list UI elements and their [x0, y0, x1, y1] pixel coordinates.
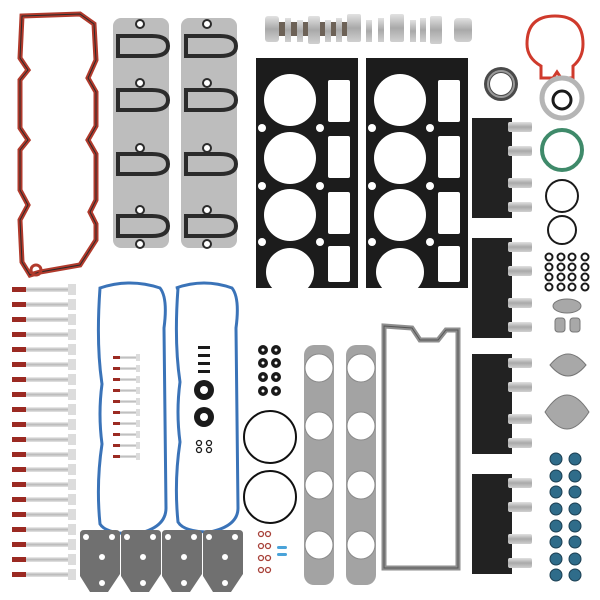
lifter-trays: [472, 118, 532, 574]
valley-pan-gasket: [381, 323, 461, 571]
camshaft: [265, 14, 472, 44]
egr-block-off-plates: [80, 530, 243, 592]
large-o-rings: [243, 410, 297, 524]
injector-seals: [257, 530, 287, 574]
o-rings: [539, 75, 585, 245]
small-o-rings: [544, 252, 590, 292]
exhaust-manifold-gaskets: [304, 345, 376, 585]
timing-cover-gasket: [525, 14, 585, 80]
valve-cover-gasket: [17, 11, 99, 278]
tiny-o-rings: [195, 439, 213, 454]
head-bolts-short: [113, 354, 140, 460]
small-flange-gaskets: [544, 298, 590, 430]
valley-cover-blue-gaskets: [96, 281, 240, 536]
rear-main-seal: [484, 67, 518, 101]
intake-manifold-gaskets: [113, 18, 239, 249]
valve-stem-seals: [549, 452, 582, 582]
head-gaskets: [256, 58, 468, 296]
studs-and-seals: [194, 346, 214, 427]
grommets: [258, 345, 281, 396]
head-bolts-long: [12, 284, 76, 580]
